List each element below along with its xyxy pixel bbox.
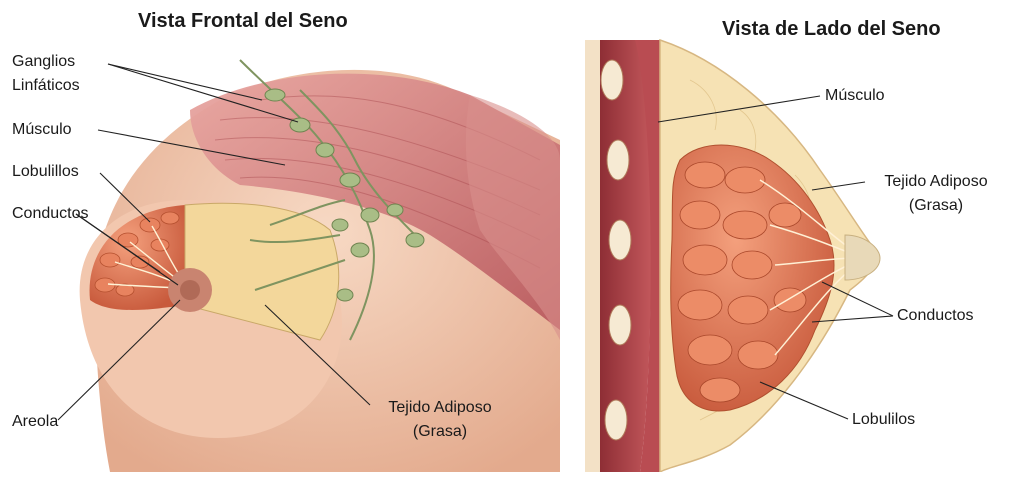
front-nipple (180, 280, 200, 300)
label-side-ducts: Conductos (897, 306, 974, 325)
front-view-title: Vista Frontal del Seno (138, 10, 348, 33)
label-side-adipose-line2: (Grasa) (872, 196, 1000, 215)
label-side-lobules: Lobulilos (852, 410, 915, 429)
side-nipple (845, 235, 880, 280)
label-front-ducts: Conductos (12, 204, 89, 223)
label-front-muscle: Músculo (12, 120, 72, 139)
side-view-title: Vista de Lado del Seno (722, 18, 941, 41)
label-front-lobules: Lobulillos (12, 162, 79, 181)
label-side-muscle: Músculo (825, 86, 885, 105)
label-front-adipose-line1: Tejido Adiposo (376, 398, 504, 417)
label-side-adipose-line1: Tejido Adiposo (872, 172, 1000, 191)
label-areola: Areola (12, 412, 58, 431)
label-lymph-nodes-line2: Linfáticos (12, 76, 80, 95)
label-front-adipose-line2: (Grasa) (376, 422, 504, 441)
label-lymph-nodes-line1: Ganglios (12, 52, 75, 71)
